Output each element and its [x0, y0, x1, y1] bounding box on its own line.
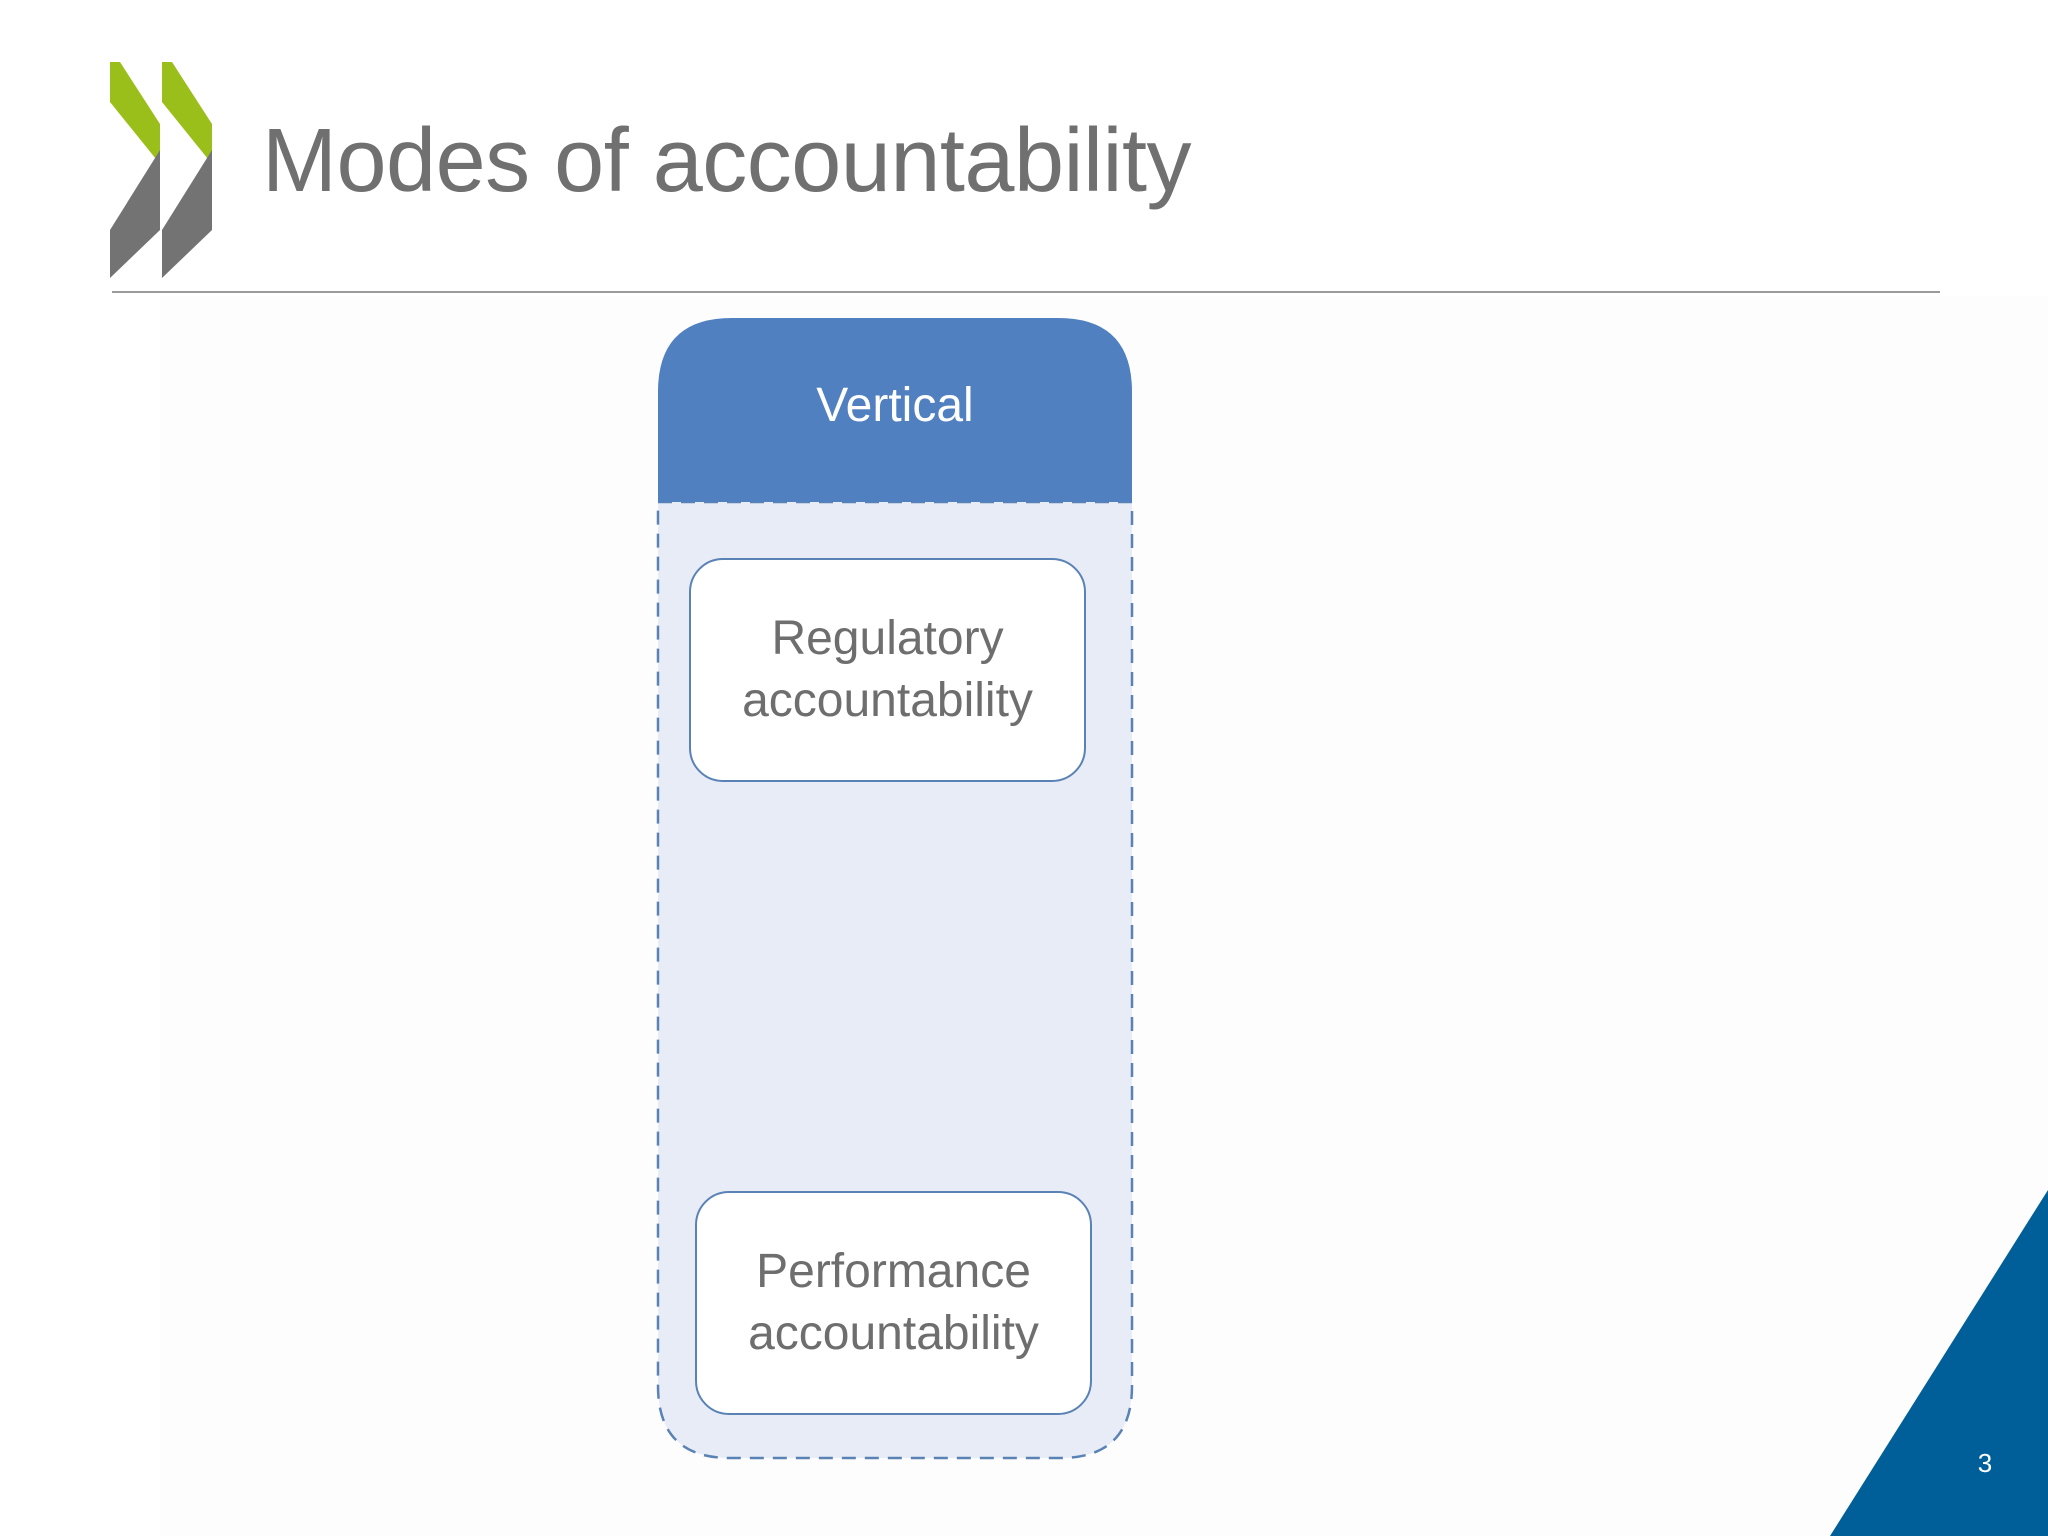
- node-regulatory-accountability: Regulatory accountability: [689, 558, 1086, 782]
- node-performance-accountability: Performance accountability: [695, 1191, 1092, 1415]
- node-label: Regulatory accountability: [742, 608, 1033, 732]
- vertical-accountability-diagram: Vertical Regulatory accountability Perfo…: [650, 310, 1140, 1470]
- column-header-vertical: Vertical: [816, 379, 974, 432]
- node-label-line2: accountability: [748, 1307, 1039, 1360]
- title-divider: [112, 291, 1940, 293]
- header-band: [658, 318, 1132, 502]
- node-label: Performance accountability: [748, 1241, 1039, 1365]
- corner-accent-triangle: [1830, 1190, 2048, 1536]
- node-label-line2: accountability: [742, 674, 1033, 727]
- node-label-line1: Performance: [756, 1245, 1031, 1298]
- node-label-line1: Regulatory: [771, 612, 1004, 665]
- page-title: Modes of accountability: [262, 111, 1192, 211]
- page-number: 3: [1977, 1448, 1993, 1478]
- oecd-chevron-logo-icon: [110, 62, 212, 278]
